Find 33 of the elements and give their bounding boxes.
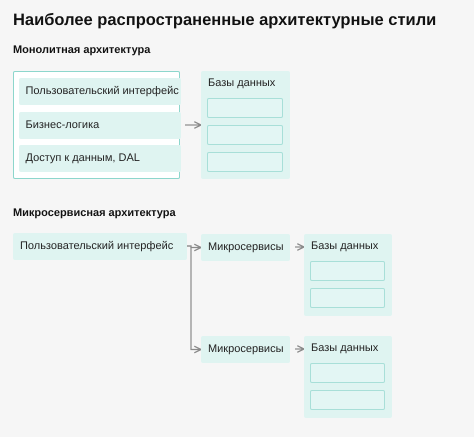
- layer-box: [18, 112, 180, 138]
- placeholder-box: [207, 125, 283, 145]
- placeholder-box: [310, 288, 385, 308]
- node-label: Микросервисы: [208, 343, 284, 355]
- arrow: [187, 245, 202, 354]
- placeholder-box: [310, 261, 385, 281]
- section-heading: Монолитная архитектура: [13, 44, 150, 56]
- database-panel: [201, 71, 290, 179]
- layer-box: [18, 78, 180, 104]
- layer-box: [201, 234, 290, 261]
- layer-box: [13, 233, 187, 260]
- node-label: Микросервисы: [208, 241, 284, 253]
- placeholder-box: [207, 98, 283, 118]
- database-panel: [304, 234, 392, 316]
- node-label: Пользовательский интерфейс: [20, 240, 174, 252]
- layer-box: [201, 336, 290, 363]
- diagram-title: Наиболее распространенные архитектурные стили: [13, 11, 436, 30]
- layer-box: [18, 144, 180, 172]
- node-label: Бизнес-логика: [26, 118, 100, 130]
- arrow: [185, 121, 202, 129]
- node-label: Доступ к данным, DAL: [26, 152, 140, 164]
- group-box: [13, 71, 180, 179]
- node-label: Базы данных: [311, 342, 378, 354]
- section-heading: Микросервисная архитектура: [13, 207, 176, 219]
- database-panel: [304, 336, 392, 418]
- placeholder-box: [310, 390, 385, 410]
- node-label: Базы данных: [311, 240, 378, 252]
- placeholder-box: [310, 363, 385, 383]
- node-label: Пользовательский интерфейс: [26, 84, 179, 96]
- arrow: [295, 345, 305, 353]
- arrow: [295, 243, 305, 251]
- placeholder-box: [207, 152, 283, 172]
- node-label: Базы данных: [208, 77, 276, 89]
